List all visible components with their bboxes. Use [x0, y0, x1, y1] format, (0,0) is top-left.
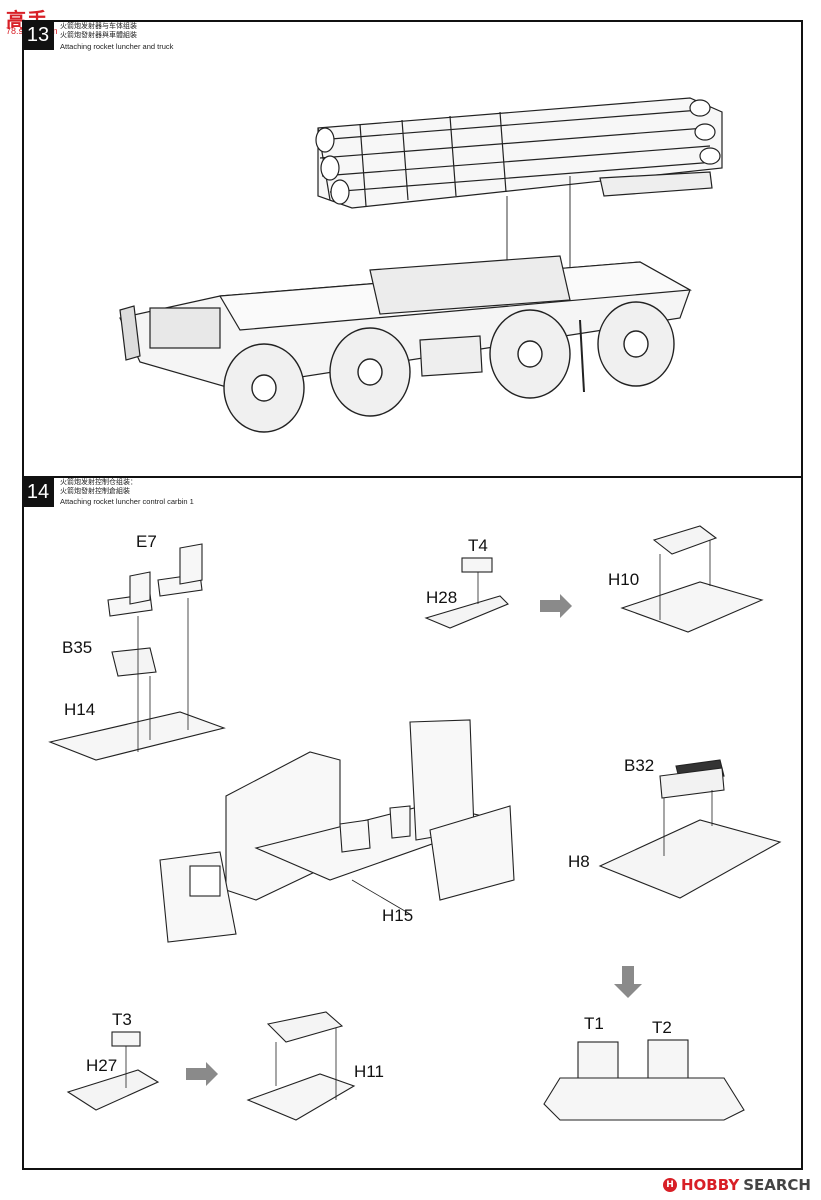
label-h11: H11	[354, 1062, 384, 1081]
step-14-panel	[22, 476, 803, 1170]
label-h14: H14	[64, 700, 96, 719]
step-14-caption-en: Attaching rocket luncher control carbin …	[60, 497, 194, 506]
label-h15: H15	[382, 906, 414, 925]
step-14-caption-cn-2: 火箭炮發射控制倉組裝	[60, 487, 130, 495]
step-13-number: 13	[22, 20, 54, 50]
hobbysearch-icon: H	[663, 1178, 677, 1192]
step-13-panel	[22, 20, 803, 478]
label-b35: B35	[62, 638, 93, 657]
step-13-caption-cn-1: 火箭炮发射器与车体组装	[60, 22, 137, 30]
step-13-caption-cn-2: 火箭炮發射器與車體組裝	[60, 31, 137, 39]
logo-left-text: HOBBY	[681, 1176, 740, 1194]
label-t1: T1	[584, 1014, 604, 1033]
label-h8: H8	[568, 852, 590, 871]
label-h27: H27	[86, 1056, 118, 1075]
hobbysearch-logo: H HOBBY SEARCH	[663, 1176, 811, 1194]
label-t3: T3	[112, 1010, 132, 1029]
label-b32: B32	[624, 756, 655, 775]
step-14-caption-cn-1: 火箭炮发射控制仓组装：	[60, 478, 137, 486]
label-h28: H28	[426, 588, 458, 607]
logo-right-text: SEARCH	[743, 1176, 811, 1194]
label-t4: T4	[468, 536, 488, 555]
step-13-caption-en: Attaching rocket luncher and truck	[60, 42, 174, 51]
step-13-caption-cn: 火箭炮发射器与车体组装 火箭炮發射器與車體組裝	[60, 22, 137, 40]
step-14-number: 14	[22, 477, 54, 507]
label-h10: H10	[608, 570, 640, 589]
label-t2: T2	[652, 1018, 672, 1037]
step-14-caption-cn: 火箭炮发射控制仓组装： 火箭炮發射控制倉組裝	[60, 478, 137, 496]
label-e7: E7	[136, 532, 157, 551]
